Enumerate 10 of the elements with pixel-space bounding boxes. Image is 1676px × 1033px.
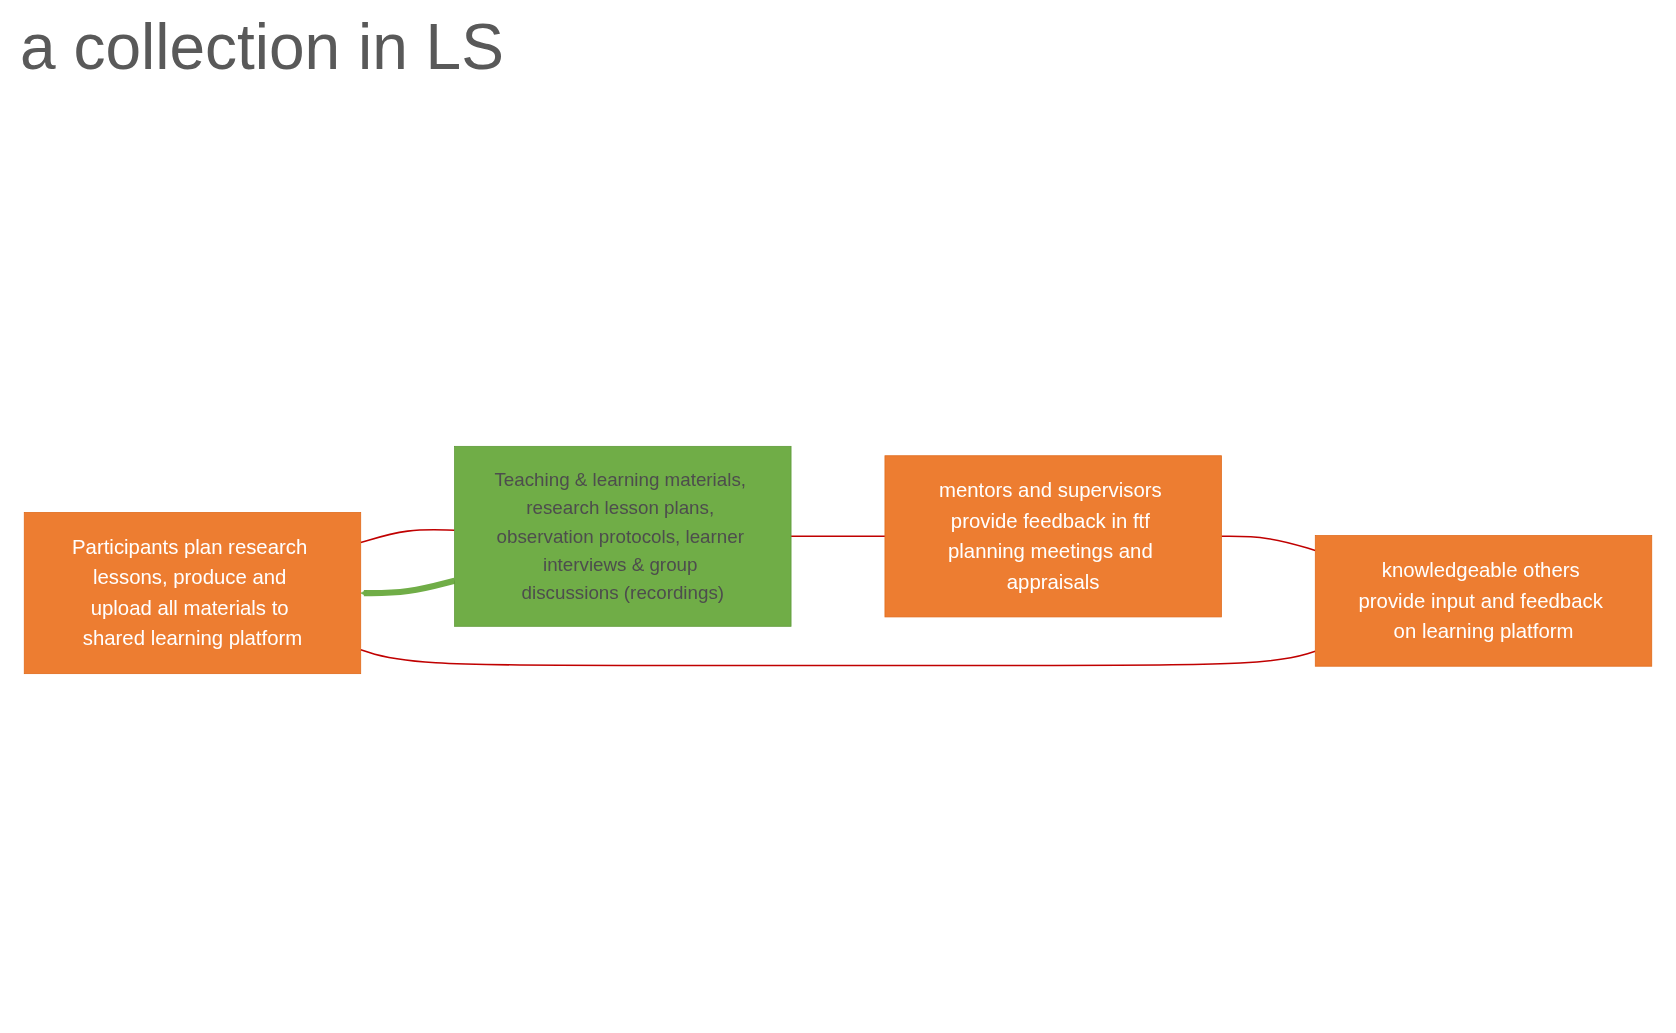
- node-box: knowledgeable others provide input and feedback on learning platform: [1314, 535, 1653, 667]
- connector: [359, 648, 1317, 667]
- node-box: mentors and supervisors provide feedback in ftf planning meetings and appraisals: [884, 455, 1222, 618]
- title: a collection in LS: [20, 10, 504, 85]
- arrow: [360, 577, 456, 597]
- connector: [1220, 535, 1317, 552]
- node-box: Teaching & learning materials, research lesson plans, observation protocols, learner interviews & group discussions (recordings): [454, 445, 792, 627]
- connector: [790, 535, 886, 538]
- node-box: Participants plan research lessons, produce and upload all materials to shared learning platform: [23, 512, 362, 675]
- connector: [359, 528, 456, 544]
